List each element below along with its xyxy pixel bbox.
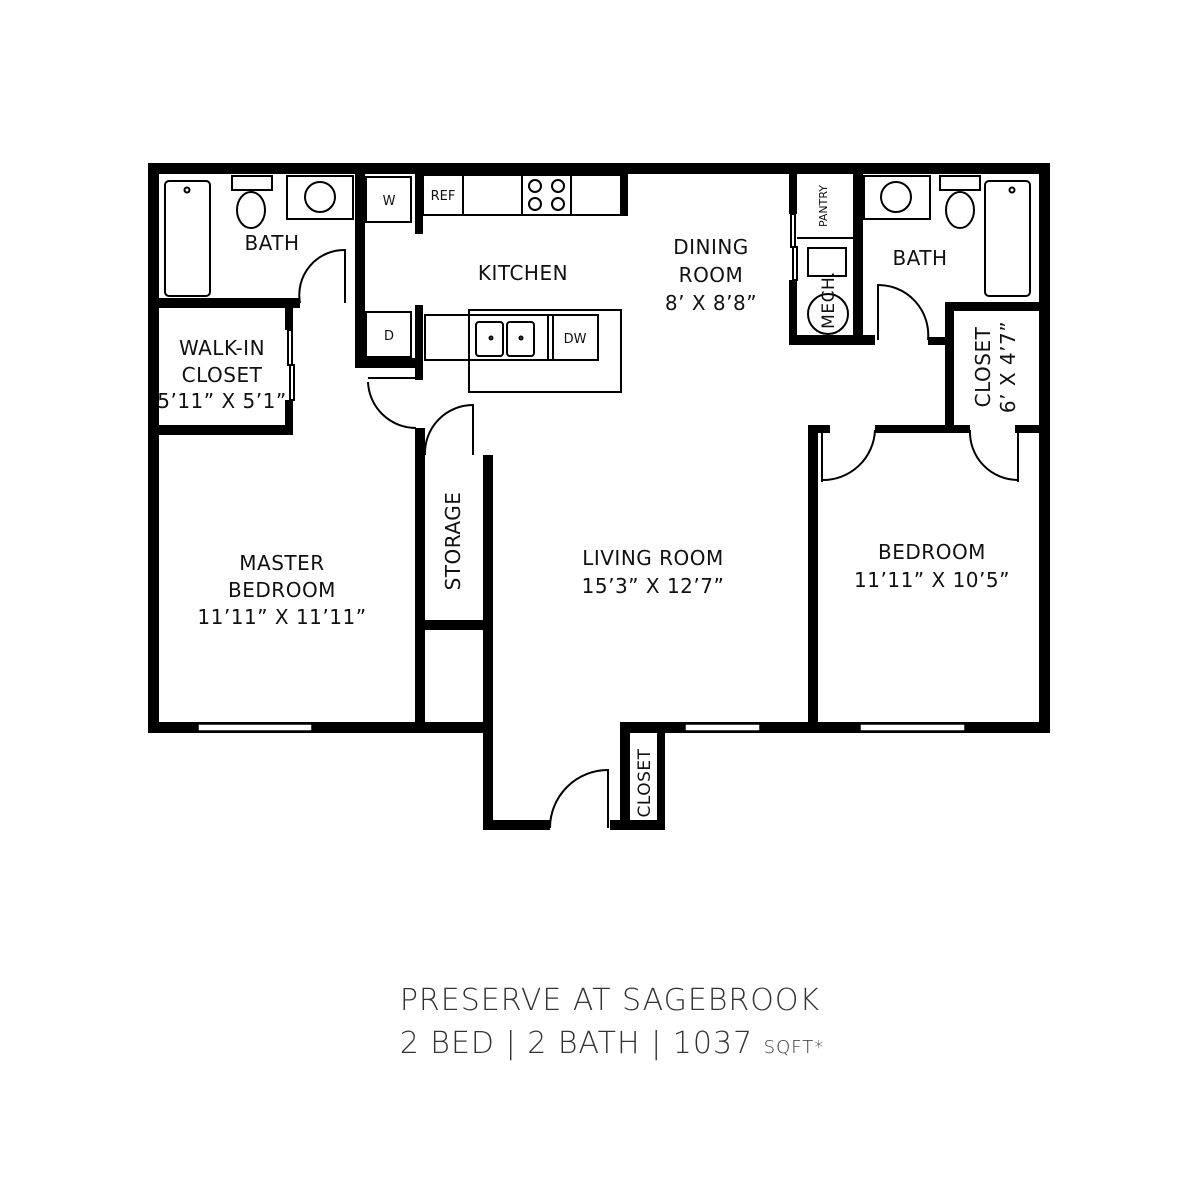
- label-dining-room: DINING: [673, 235, 749, 259]
- label-bath: BATH: [892, 246, 947, 270]
- property-name: PRESERVE AT SAGEBROOK: [400, 983, 820, 1018]
- toilet-icon: [231, 175, 273, 191]
- label-washer: W: [383, 194, 396, 209]
- label-pantry: PANTRY: [817, 185, 830, 227]
- kitchen-sink-icon: [475, 321, 535, 357]
- sink-icon: [286, 175, 354, 220]
- dryer-icon: [365, 311, 412, 358]
- label-walk-in-closet-2: CLOSET: [182, 363, 263, 387]
- fixtures: [164, 174, 1031, 393]
- label-bedroom-closet: CLOSET: [971, 326, 995, 407]
- toilet-icon: [939, 175, 981, 191]
- label-master-bedroom-2: BEDROOM: [228, 578, 336, 602]
- stove-icon: [528, 179, 565, 211]
- label-entry-closet: CLOSET: [635, 748, 655, 817]
- walk-in-closet-size: 5’11” X 5’1”: [157, 389, 286, 413]
- bedroom-size: 11’11” X 10’5”: [854, 568, 1010, 592]
- bathtub-icon: [984, 180, 1031, 297]
- label-kitchen: KITCHEN: [478, 261, 568, 285]
- living-room-size: 15’3” X 12’7”: [582, 574, 725, 598]
- label-master-bath: BATH: [244, 231, 299, 255]
- bathtub-icon: [164, 180, 211, 297]
- label-refrigerator: REF: [431, 189, 456, 204]
- label-living-room: LIVING ROOM: [582, 546, 724, 570]
- label-bedroom: BEDROOM: [878, 540, 986, 564]
- walls: [148, 163, 1050, 830]
- kitchen-peninsula: [468, 309, 622, 393]
- label-dining-room-2: ROOM: [679, 263, 744, 287]
- doors: [287, 213, 1019, 829]
- sink-icon: [863, 175, 931, 220]
- unit-summary: 2 BED | 2 BATH | 1037 SQFT*: [400, 1026, 825, 1061]
- label-dryer: D: [384, 329, 394, 344]
- bedroom-closet-size: 6’ X 4’7”: [996, 321, 1020, 413]
- master-bedroom-size: 11’11” X 11’11”: [197, 605, 366, 629]
- label-storage: STORAGE: [441, 492, 465, 591]
- label-walk-in-closet: WALK-IN: [179, 336, 265, 360]
- label-mech: MECH.: [819, 271, 839, 329]
- label-dishwasher: DW: [564, 332, 587, 347]
- windows: [197, 723, 966, 732]
- washer-icon: [365, 176, 412, 223]
- dining-room-size: 8’ X 8’8”: [665, 291, 757, 315]
- label-master-bedroom: MASTER: [239, 551, 324, 575]
